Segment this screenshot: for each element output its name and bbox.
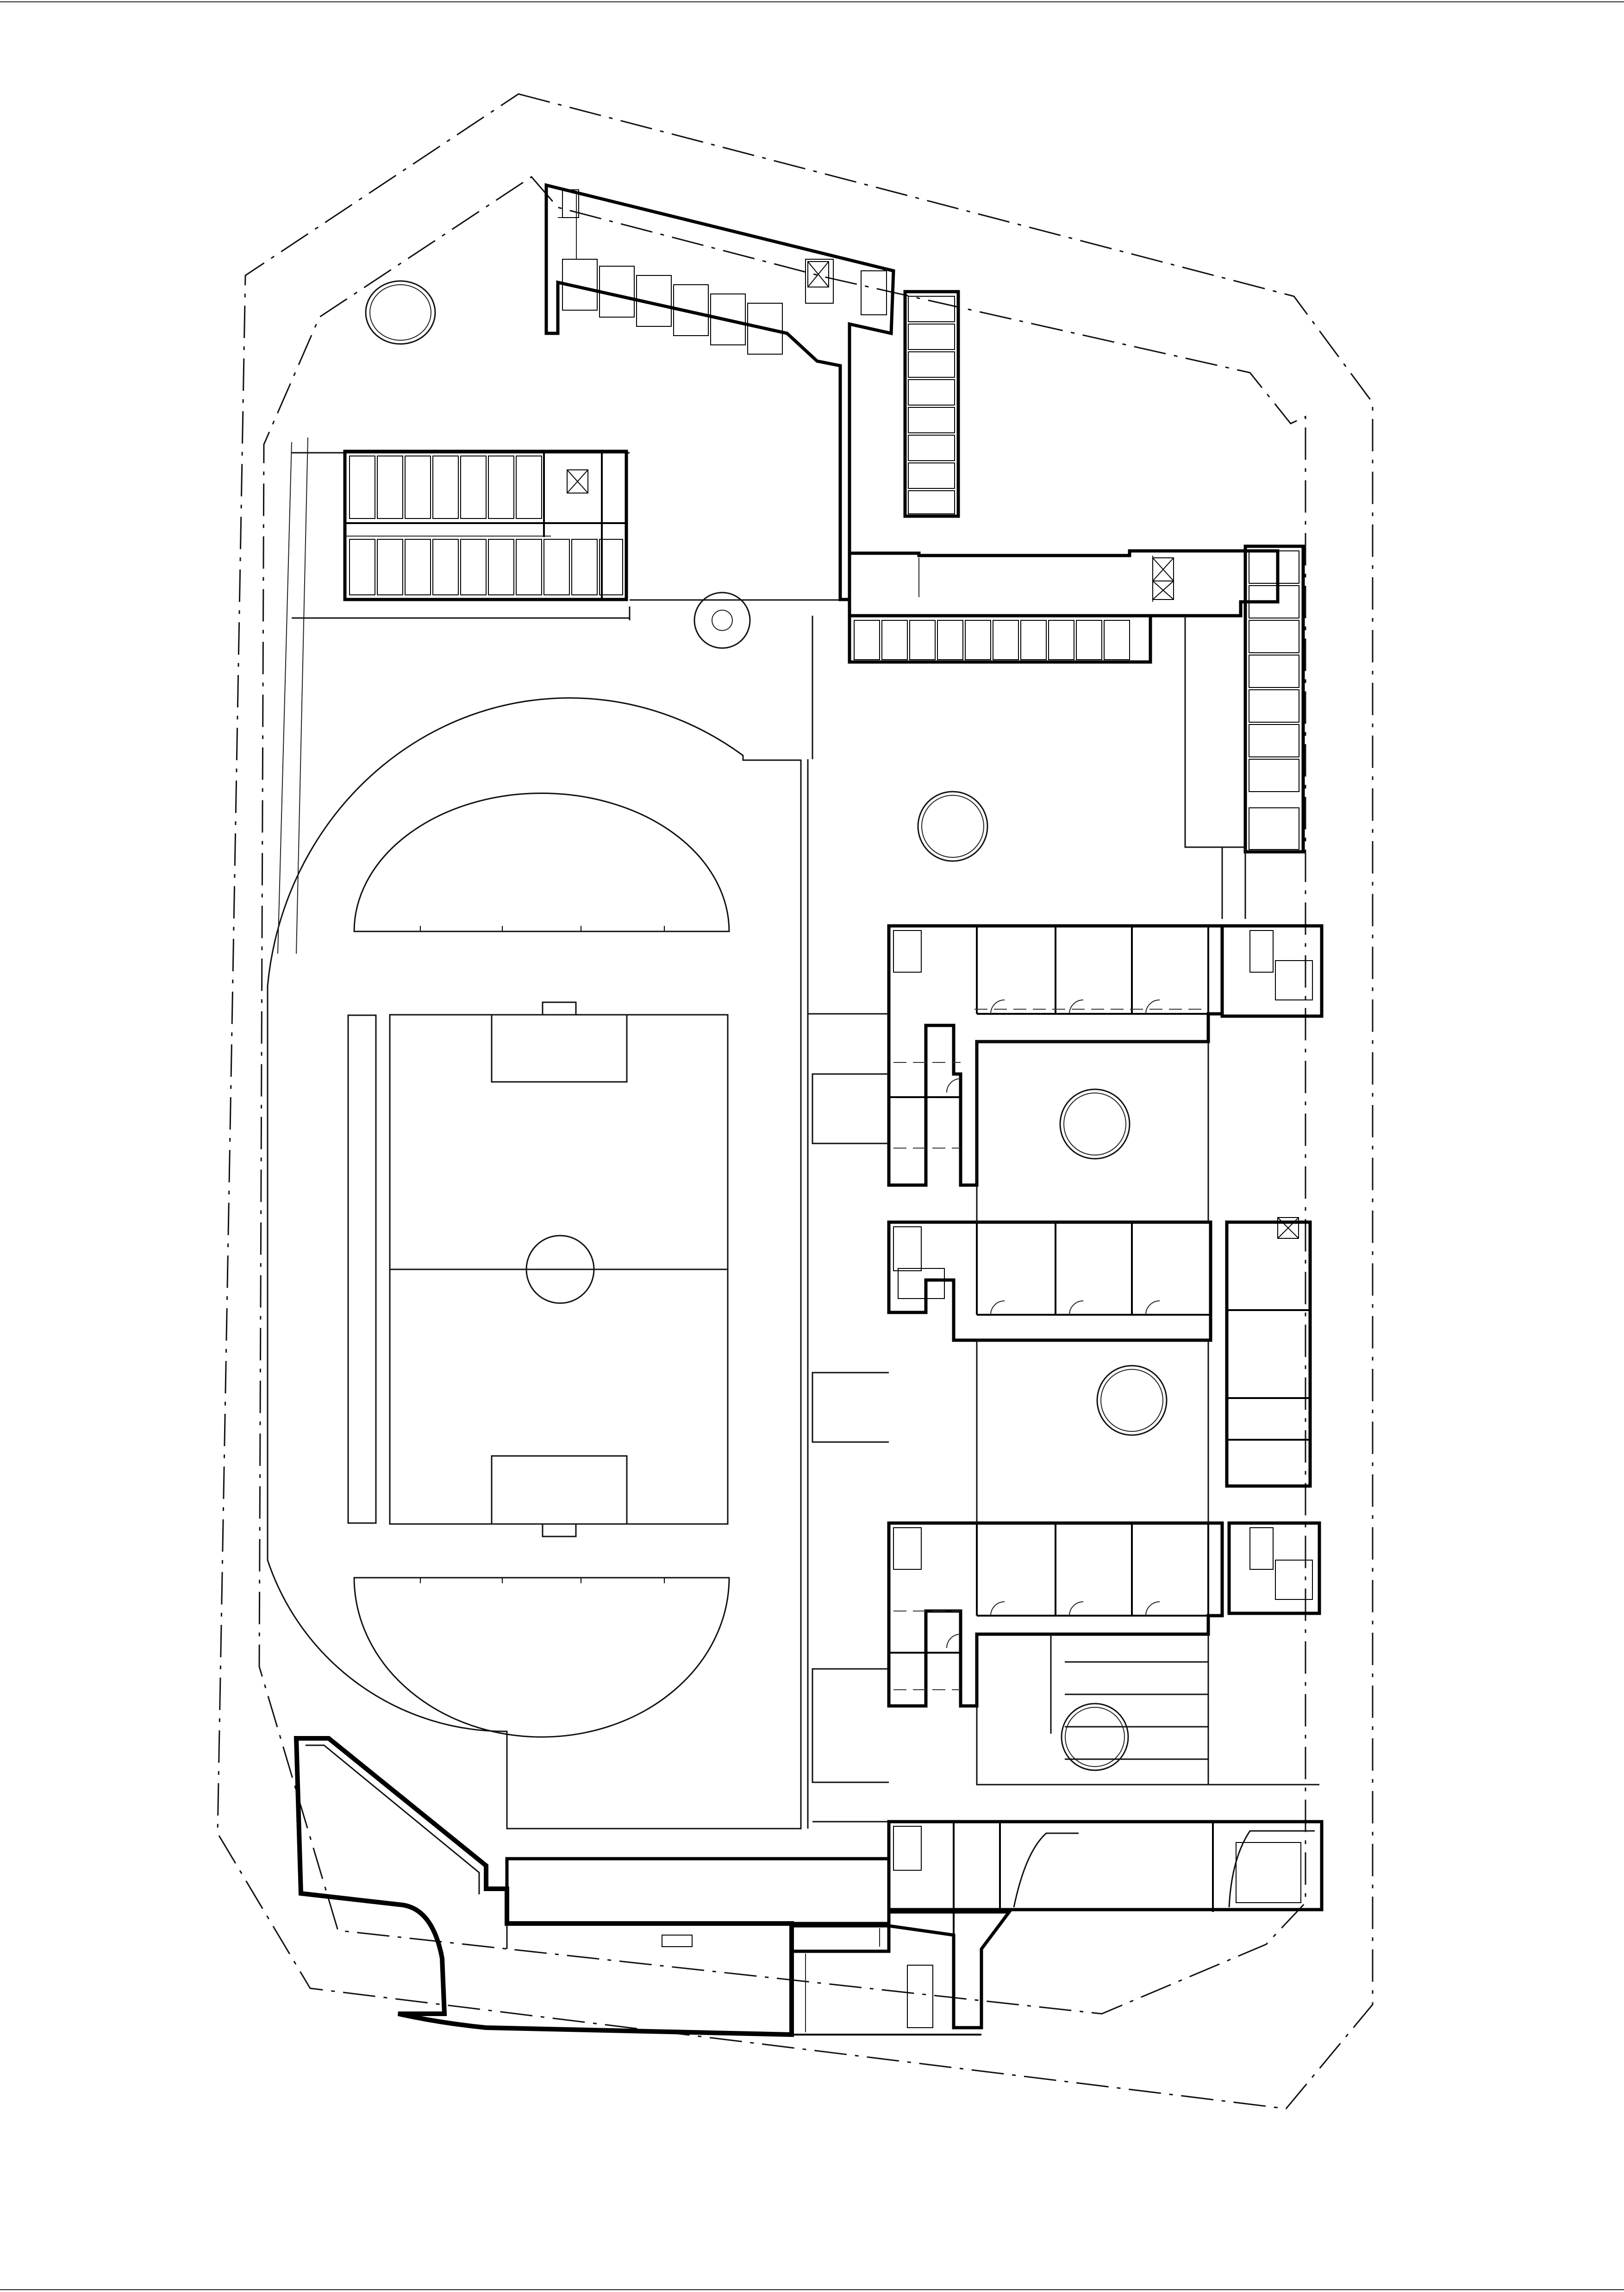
door-swings (946, 999, 1160, 1649)
dorm-rooms (349, 259, 1299, 850)
centre-circle (525, 1235, 595, 1304)
goal-top (542, 1001, 577, 1016)
courtyards (976, 1041, 1319, 1786)
goal-bottom (542, 1523, 577, 1537)
dormitory-wing-north (544, 183, 895, 601)
d-area-top (353, 792, 730, 932)
stair-cores (562, 189, 1299, 1239)
penalty-area-bottom (491, 1455, 628, 1525)
sprint-strip (347, 1014, 377, 1524)
site-boundary-outer (217, 93, 1374, 2110)
sports-field (267, 437, 802, 1830)
d-area-bottom (353, 1577, 730, 1738)
dormitory-wing-west (343, 450, 628, 601)
classroom-block-1 (887, 924, 1324, 1187)
classroom-block-2 (887, 1220, 1312, 1488)
running-track-outline (267, 697, 802, 1830)
gymnasium-building (294, 1736, 794, 2037)
service-cores (893, 930, 1313, 1903)
site-setback-inner (258, 176, 1306, 2015)
tree-planter-circles (365, 280, 1168, 1771)
south-teaching-block (505, 1820, 1324, 2036)
penalty-area-top (491, 1014, 628, 1083)
planting-beds (808, 1013, 889, 1823)
school-central-corridor (807, 616, 813, 1829)
classroom-block-3 (887, 1521, 1321, 1708)
